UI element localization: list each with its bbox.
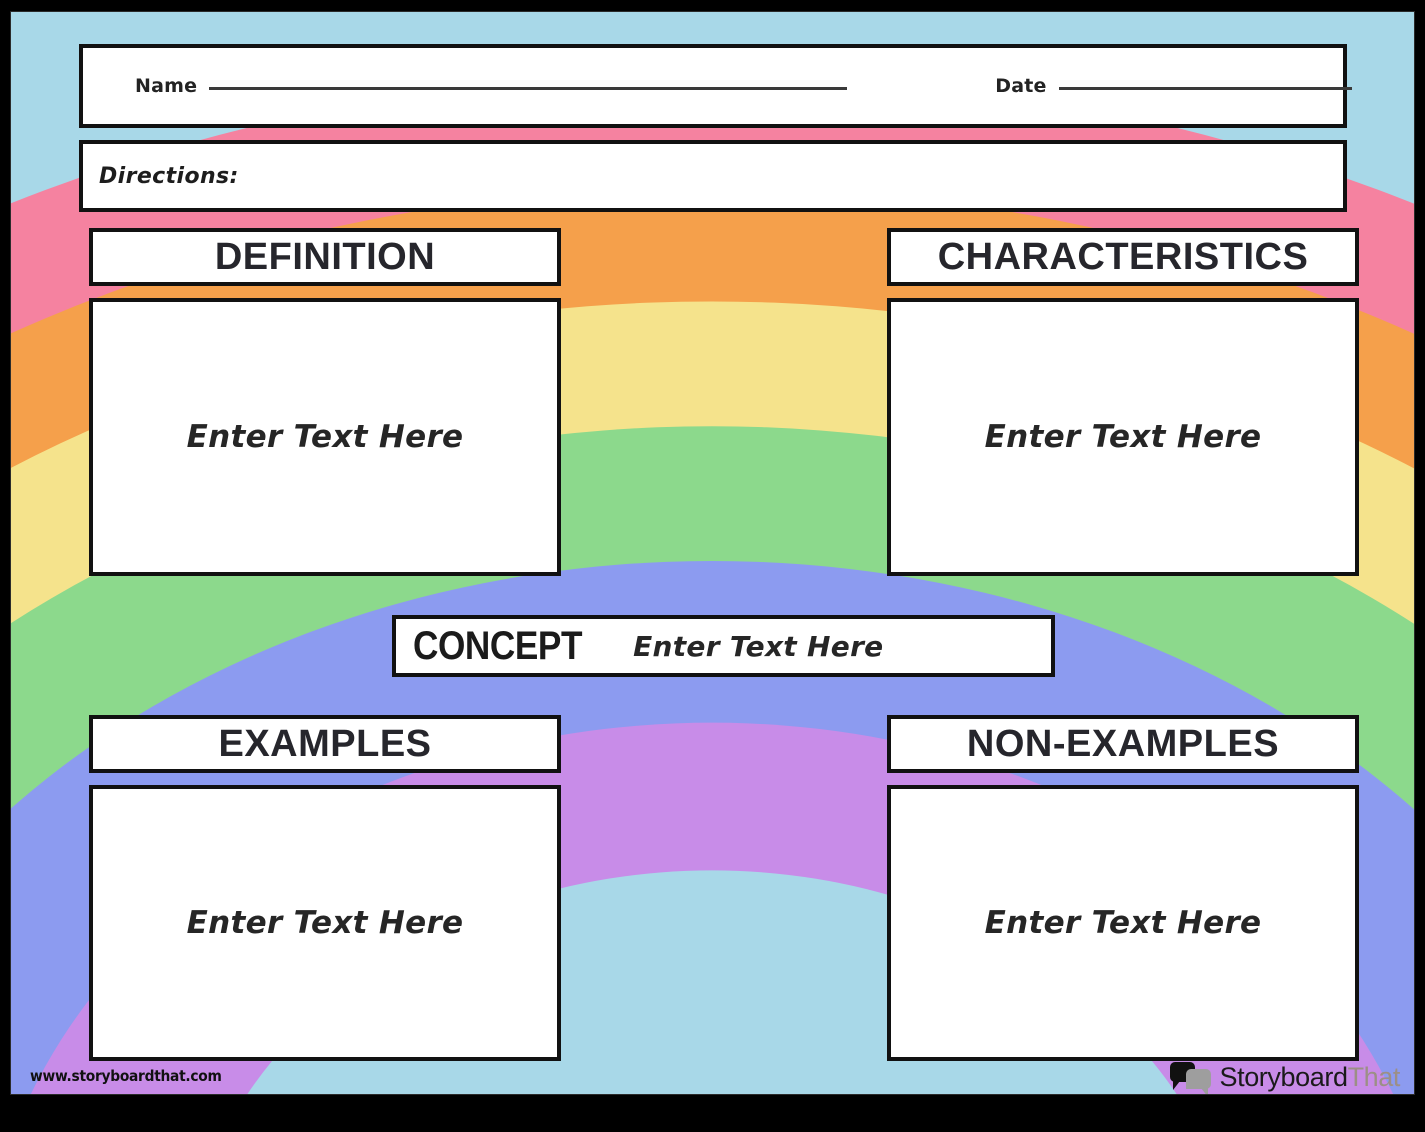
- definition-text-area[interactable]: Enter Text Here: [89, 298, 561, 576]
- characteristics-placeholder: Enter Text Here: [984, 419, 1262, 455]
- name-date-bar: Name Date: [79, 44, 1352, 128]
- examples-placeholder: Enter Text Here: [186, 905, 464, 941]
- name-label: Name: [135, 75, 198, 97]
- examples-header: EXAMPLES: [89, 715, 561, 773]
- concept-placeholder: Enter Text Here: [633, 629, 884, 663]
- storyboardthat-logo[interactable]: Storyboard That: [1170, 1058, 1401, 1094]
- date-label: Date: [995, 75, 1047, 97]
- speech-bubbles-icon: [1170, 1062, 1212, 1094]
- concept-bar[interactable]: CONCEPT Enter Text Here: [392, 615, 1055, 677]
- non-examples-header: NON-EXAMPLES: [887, 715, 1359, 773]
- directions-label: Directions:: [99, 163, 239, 189]
- name-field[interactable]: Name: [135, 75, 848, 97]
- date-input-rule[interactable]: [1058, 87, 1352, 90]
- characteristics-text-area[interactable]: Enter Text Here: [887, 298, 1359, 576]
- non-examples-text-area[interactable]: Enter Text Here: [887, 785, 1359, 1061]
- name-input-rule[interactable]: [209, 87, 848, 90]
- logo-word-that: That: [1347, 1061, 1401, 1092]
- speech-bubble-front: [1186, 1069, 1212, 1094]
- examples-title: EXAMPLES: [218, 722, 432, 765]
- non-examples-placeholder: Enter Text Here: [984, 905, 1262, 941]
- characteristics-header: CHARACTERISTICS: [887, 228, 1359, 286]
- examples-text-area[interactable]: Enter Text Here: [89, 785, 561, 1061]
- concept-label: CONCEPT: [413, 623, 583, 668]
- directions-box[interactable]: Directions:: [79, 140, 1347, 212]
- definition-header: DEFINITION: [89, 228, 561, 286]
- site-url-text[interactable]: www.storyboardthat.com: [30, 1067, 222, 1085]
- logo-word-storyboard: Storyboard: [1219, 1061, 1348, 1092]
- definition-title: DEFINITION: [214, 235, 436, 278]
- characteristics-title: CHARACTERISTICS: [937, 235, 1309, 278]
- definition-placeholder: Enter Text Here: [186, 419, 464, 455]
- non-examples-title: NON-EXAMPLES: [966, 722, 1280, 765]
- date-field[interactable]: Date: [995, 75, 1352, 97]
- worksheet-canvas: Name Date Directions: DEFINITION Enter T…: [10, 11, 1415, 1095]
